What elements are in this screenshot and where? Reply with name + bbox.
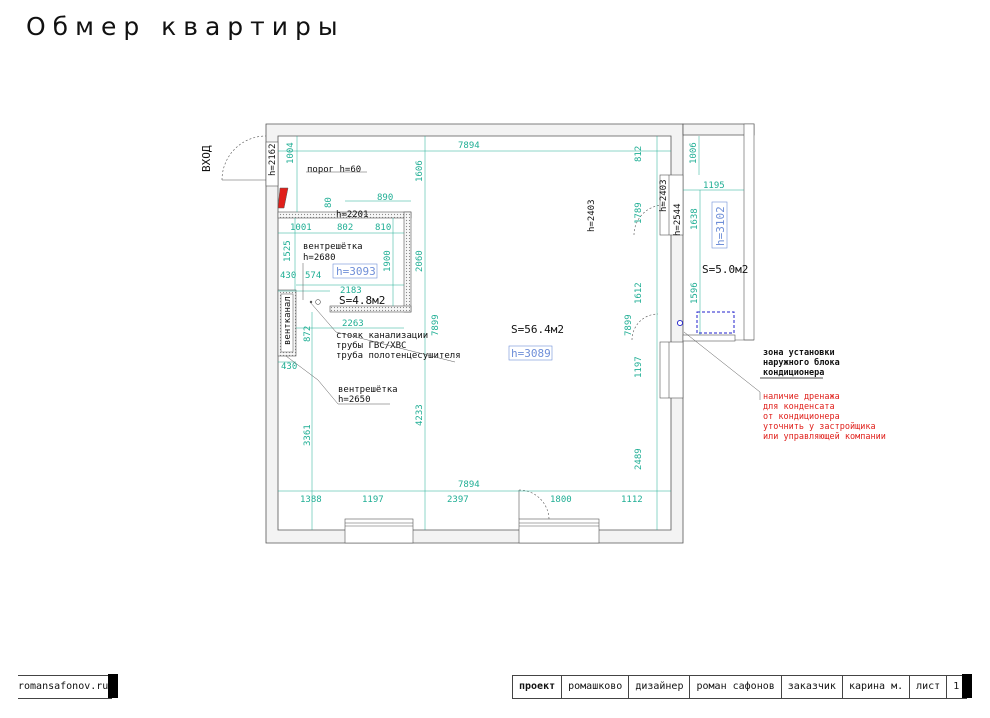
rooms: S=4.8м2 h=3093 S=56.4м2 h=3089 S=5.0м2 h… — [332, 201, 748, 361]
main-area-label: S=56.4м2 — [511, 323, 564, 336]
leader-lines — [285, 171, 761, 405]
page-title: Обмер квартиры — [26, 12, 345, 41]
dim-574: 574 — [305, 271, 321, 281]
door-height-label: h=2162 — [268, 143, 278, 176]
footer-bar-right — [962, 674, 972, 698]
threshold-label: порог h=60 — [307, 165, 361, 175]
project-name: ромашково — [562, 676, 630, 698]
dim-3361: 3361 — [303, 424, 313, 446]
dim-bottom-total: 7894 — [458, 480, 480, 490]
doors — [221, 135, 665, 520]
ceiling-height-label: h=2403 — [587, 199, 597, 232]
dim-1006: 1006 — [689, 142, 699, 164]
dim-872: 872 — [303, 326, 313, 342]
bath-height-label: h=3093 — [336, 265, 376, 278]
main-height-label: h=3089 — [511, 347, 551, 360]
project-label: проект — [513, 676, 563, 698]
vent2-title: вентрешётка — [338, 385, 398, 395]
dim-890: 890 — [377, 193, 393, 203]
dim-430-bottom: 430 — [281, 362, 297, 372]
designer-label: дизайнер — [629, 676, 691, 698]
annotation-labels: ВХОД h=2162 порог h=60 h=2201 вентрешётк… — [200, 143, 683, 405]
dim-2060: 2060 — [415, 250, 425, 272]
drain-point — [676, 319, 684, 327]
dim-2397: 2397 — [447, 495, 469, 505]
drain-note-3: от кондиционера — [763, 412, 840, 422]
bath-door-height-label: h=2201 — [336, 210, 369, 220]
dim-1525: 1525 — [283, 240, 293, 262]
footer-bar-left — [108, 674, 118, 698]
designer-name: роман сафонов — [690, 676, 782, 698]
website-label: romansafonov.ru — [18, 675, 112, 699]
vent1-height: h=2680 — [303, 253, 336, 263]
balcony-door-height-label: h=2403 — [659, 179, 669, 212]
dim-1900: 1900 — [383, 250, 393, 272]
dim-1606: 1606 — [415, 160, 425, 182]
ac-note-2: наружного блока — [763, 357, 840, 368]
sheet-label: лист — [910, 676, 948, 698]
entrance-label: ВХОД — [200, 145, 213, 172]
dim-1638: 1638 — [690, 208, 700, 230]
dim-1197-bottom: 1197 — [362, 495, 384, 505]
balcony-height-label: h=3102 — [714, 206, 727, 246]
bath-area-label: S=4.8м2 — [339, 294, 385, 307]
balcony-area-label: S=5.0м2 — [702, 263, 748, 276]
dim-7899-right: 7899 — [624, 314, 634, 336]
stack-pipe — [315, 299, 321, 305]
dim-1596: 1596 — [690, 282, 700, 304]
vent1-title: вентрешётка — [303, 242, 363, 252]
dim-802: 802 — [337, 223, 353, 233]
dim-810: 810 — [375, 223, 391, 233]
dim-1612: 1612 — [634, 282, 644, 304]
dim-1388: 1388 — [300, 495, 322, 505]
stack-label-2: трубы ГВС/ХВС — [336, 340, 406, 351]
dim-4233: 4233 — [415, 404, 425, 426]
dim-1800: 1800 — [550, 495, 572, 505]
dimension-values: 7894 7894 1004 1606 812 80 890 1001 802 … — [280, 141, 725, 505]
windows — [344, 174, 736, 544]
ventkanal-label: вентканал — [283, 296, 293, 345]
bathroom-partitions — [277, 187, 412, 357]
notes: зона установки наружного блока кондицион… — [760, 348, 886, 442]
ac-note-3: кондиционера — [763, 368, 824, 378]
title-block: проект ромашково дизайнер роман сафонов … — [512, 675, 968, 699]
dim-2489: 2489 — [634, 448, 644, 470]
drain-note-1: наличие дренажа — [763, 392, 840, 402]
dim-812: 812 — [634, 146, 644, 162]
dim-1195: 1195 — [703, 181, 725, 191]
client-label: заказчик — [782, 676, 843, 698]
dim-2263: 2263 — [342, 319, 364, 329]
ac-note-1: зона установки — [763, 348, 835, 358]
drain-note-2: для конденсата — [763, 402, 835, 412]
exterior-walls — [265, 123, 755, 544]
dim-2183: 2183 — [340, 286, 362, 296]
dim-1004: 1004 — [286, 142, 296, 164]
stack-label-1: стояк канализации — [336, 331, 428, 341]
balcony-window-height-label: h=2544 — [673, 203, 683, 236]
drain-note-4: уточнить у застройщика — [763, 422, 876, 432]
dim-top-total: 7894 — [458, 141, 480, 151]
ac-unit-zone — [696, 311, 735, 334]
client-name: карина м. — [843, 676, 911, 698]
dim-1112: 1112 — [621, 495, 643, 505]
dim-80: 80 — [324, 197, 334, 208]
stack-pipe-small — [309, 300, 313, 304]
dim-1001: 1001 — [290, 223, 312, 233]
dim-1789: 1789 — [634, 202, 644, 224]
dim-430-top: 430 — [280, 271, 296, 281]
stack-label-3: труба полотенцесушителя — [336, 350, 461, 361]
dim-7899-left: 7899 — [431, 314, 441, 336]
dimension-lines — [278, 136, 744, 530]
vent2-height: h=2650 — [338, 395, 371, 405]
drain-note-5: или управляющей компании — [763, 432, 886, 442]
dim-1197-right: 1197 — [634, 356, 644, 378]
